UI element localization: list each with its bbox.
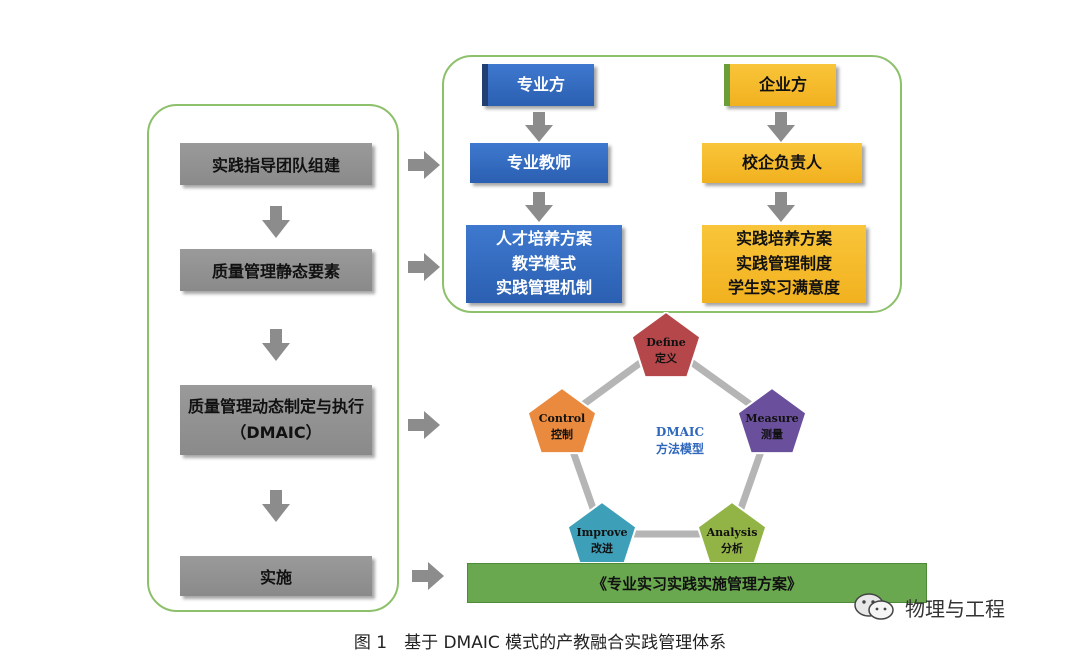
dmaic-node-shape xyxy=(526,386,598,455)
dmaic-node-en-label: Improve xyxy=(577,526,628,539)
down-arrow-icon xyxy=(767,192,795,222)
dmaic-node-shape xyxy=(696,500,768,562)
enterprise-item: 实践管理制度 xyxy=(735,253,832,273)
step-static-elements-label: 质量管理静态要素 xyxy=(211,262,340,281)
dmaic-node-analysis: Analysis 分析 xyxy=(696,500,768,562)
dmaic-node-cn-label: 改进 xyxy=(591,541,613,555)
down-arrow-icon xyxy=(525,112,553,142)
down-arrow-icon xyxy=(262,490,290,522)
management-plan-bar: 《专业实习实践实施管理方案》 xyxy=(467,563,927,603)
step-dynamic-execution-sub: （DMAIC） xyxy=(230,423,322,442)
down-arrow-icon xyxy=(262,206,290,238)
wechat-icon xyxy=(854,593,894,620)
enterprise-header: 企业方 xyxy=(724,64,836,106)
step-dynamic-execution: 质量管理动态制定与执行 （DMAIC） xyxy=(180,385,372,455)
professional-header-label: 专业方 xyxy=(516,74,565,94)
dmaic-node-cn-label: 分析 xyxy=(721,541,743,555)
right-arrow-icon xyxy=(412,562,444,590)
right-arrow-icon xyxy=(408,151,440,179)
professional-role: 专业教师 xyxy=(470,143,608,183)
dmaic-node-en-label: Define xyxy=(646,336,686,349)
step-implement-label: 实施 xyxy=(259,568,292,587)
professional-header: 专业方 xyxy=(482,64,594,106)
figure-caption-text: 图 1 基于 DMAIC 模式的产教融合实践管理体系 xyxy=(353,633,727,653)
step-team-setup-label: 实践指导团队组建 xyxy=(211,156,340,175)
dmaic-node-cn-label: 控制 xyxy=(551,427,573,441)
stakeholder-frame xyxy=(442,55,902,313)
professional-role-label: 专业教师 xyxy=(506,152,571,172)
down-arrow-icon xyxy=(767,112,795,142)
enterprise-role: 校企负责人 xyxy=(702,143,862,183)
dmaic-node-measure: Measure 测量 xyxy=(736,386,808,455)
figure-caption: 图 1 基于 DMAIC 模式的产教融合实践管理体系 xyxy=(0,628,1080,653)
dmaic-node-en-label: Analysis xyxy=(706,526,758,539)
dmaic-node-shape xyxy=(566,500,638,562)
dmaic-node-shape xyxy=(736,386,808,455)
professional-item: 实践管理机制 xyxy=(495,278,592,298)
right-arrow-icon xyxy=(408,253,440,281)
enterprise-item: 学生实习满意度 xyxy=(727,278,840,298)
down-arrow-icon xyxy=(262,329,290,361)
right-arrow-icon xyxy=(408,411,440,439)
dmaic-node-en-label: Measure xyxy=(745,412,798,425)
enterprise-item: 实践培养方案 xyxy=(735,228,832,248)
dmaic-node-cn-label: 定义 xyxy=(655,351,678,365)
dmaic-node-cn-label: 测量 xyxy=(761,427,783,441)
professional-item: 教学模式 xyxy=(511,253,576,273)
step-static-elements: 质量管理静态要素 xyxy=(180,249,372,291)
step-dynamic-execution-label: 质量管理动态制定与执行 xyxy=(187,397,364,417)
down-arrow-icon xyxy=(525,192,553,222)
left-process-frame xyxy=(147,104,399,612)
watermark: 物理与工程 xyxy=(853,591,1005,623)
dmaic-center-subtitle: 方法模型 xyxy=(656,441,704,456)
dmaic-node-define: Define 定义 xyxy=(630,312,702,379)
enterprise-role-label: 校企负责人 xyxy=(741,152,822,172)
management-plan-label: 《专业实习实践实施管理方案》 xyxy=(591,574,802,593)
dmaic-diagram: DMAIC 方法模型 Define 定义 Measure 测量 Analysis 分析… xyxy=(526,312,808,562)
watermark-text: 物理与工程 xyxy=(905,596,1005,621)
dmaic-node-en-label: Control xyxy=(539,412,585,425)
professional-item: 人才培养方案 xyxy=(495,228,592,248)
professional-items: 人才培养方案 教学模式 实践管理机制 xyxy=(466,225,622,303)
dmaic-node-shape xyxy=(630,312,702,379)
dmaic-center-title: DMAIC xyxy=(656,425,704,439)
enterprise-items: 实践培养方案 实践管理制度 学生实习满意度 xyxy=(702,225,866,303)
enterprise-header-label: 企业方 xyxy=(758,74,807,94)
dmaic-node-improve: Improve 改进 xyxy=(566,500,638,562)
dmaic-node-control: Control 控制 xyxy=(526,386,598,455)
step-team-setup: 实践指导团队组建 xyxy=(180,143,372,185)
step-implement: 实施 xyxy=(180,556,372,596)
